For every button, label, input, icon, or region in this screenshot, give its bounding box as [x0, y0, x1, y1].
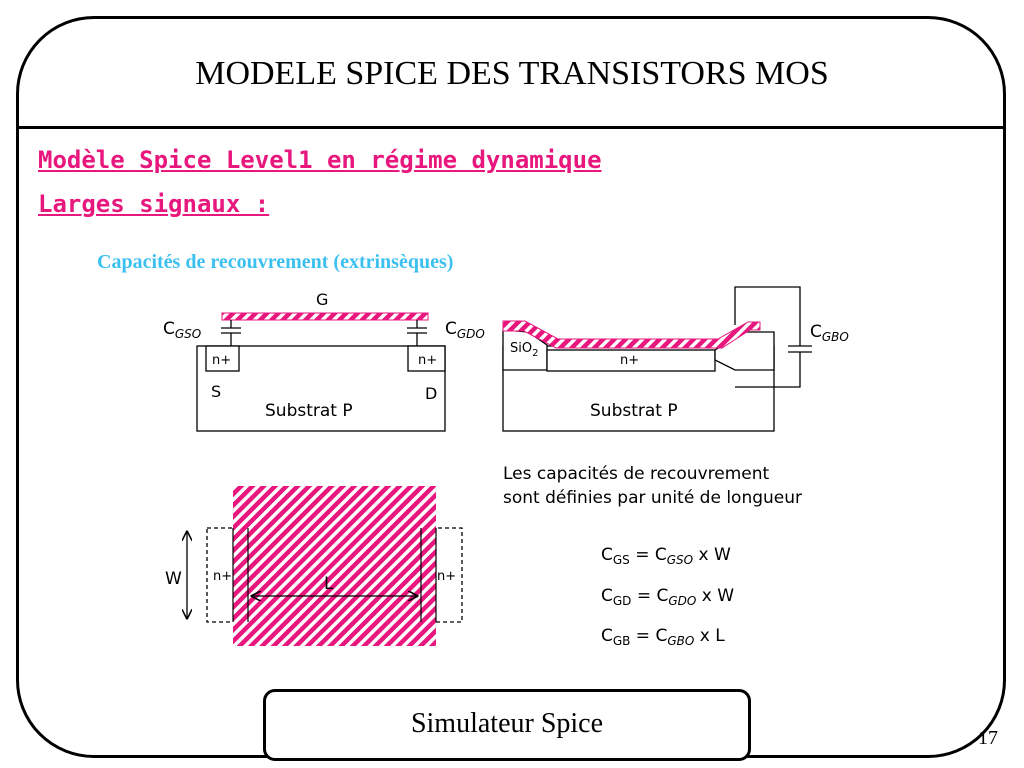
drain-label: D	[425, 384, 437, 403]
equation-cgd: CGD = CGDO x W	[601, 586, 734, 608]
gate-overlap-area	[233, 486, 436, 646]
substrate-block	[196, 345, 446, 432]
left-cross-section: G CGSO CGDO n+ n+ S D Substrat P	[163, 290, 485, 432]
source-doping-label: n+	[212, 353, 231, 368]
right-cross-section: SiO2 n+ CGBO Substrat P	[502, 286, 849, 432]
cgdo-label: CGDO	[445, 319, 485, 341]
n-plus-label: n+	[620, 353, 639, 368]
gate-electrode	[221, 312, 429, 321]
right-doping-label: n+	[437, 569, 456, 584]
gate-label: G	[316, 290, 328, 309]
subtitle-line-1: Modèle Spice Level1 en régime dynamique	[38, 146, 602, 174]
width-label: W	[165, 569, 182, 589]
drain-doping-label: n+	[418, 353, 437, 368]
subtitle-line-2: Larges signaux :	[38, 190, 270, 218]
page-number: 17	[978, 727, 998, 749]
top-view: W L n+ n+	[165, 486, 463, 646]
footer-box: Simulateur Spice	[263, 689, 751, 761]
note-line-1: Les capacités de recouvrement	[503, 464, 769, 484]
cgso-label: CGSO	[163, 319, 201, 341]
source-label: S	[211, 382, 221, 401]
cgbo-capacitor-symbol	[734, 286, 812, 388]
title-divider	[16, 126, 1006, 129]
cgso-capacitor-symbol	[221, 320, 241, 346]
equation-cgb: CGB = CGBO x L	[601, 626, 725, 648]
left-doping-label: n+	[213, 569, 232, 584]
gate-poly	[502, 320, 761, 349]
length-label: L	[324, 574, 334, 594]
slide-title: MODELE SPICE DES TRANSISTORS MOS	[195, 55, 829, 92]
section-caption: Capacités de recouvrement (extrinsèques)	[97, 251, 454, 273]
substrate-label-right: Substrat P	[590, 401, 678, 421]
cgbo-label: CGBO	[810, 322, 849, 344]
substrate-label: Substrat P	[265, 401, 353, 421]
source-diffusion	[205, 345, 240, 372]
drain-diffusion	[407, 345, 446, 372]
cgdo-capacitor-symbol	[407, 320, 427, 346]
note-line-2: sont définies par unité de longueur	[503, 488, 802, 508]
oxide-label: SiO2	[510, 341, 538, 359]
equation-cgs: CGS = CGSO x W	[601, 545, 731, 567]
